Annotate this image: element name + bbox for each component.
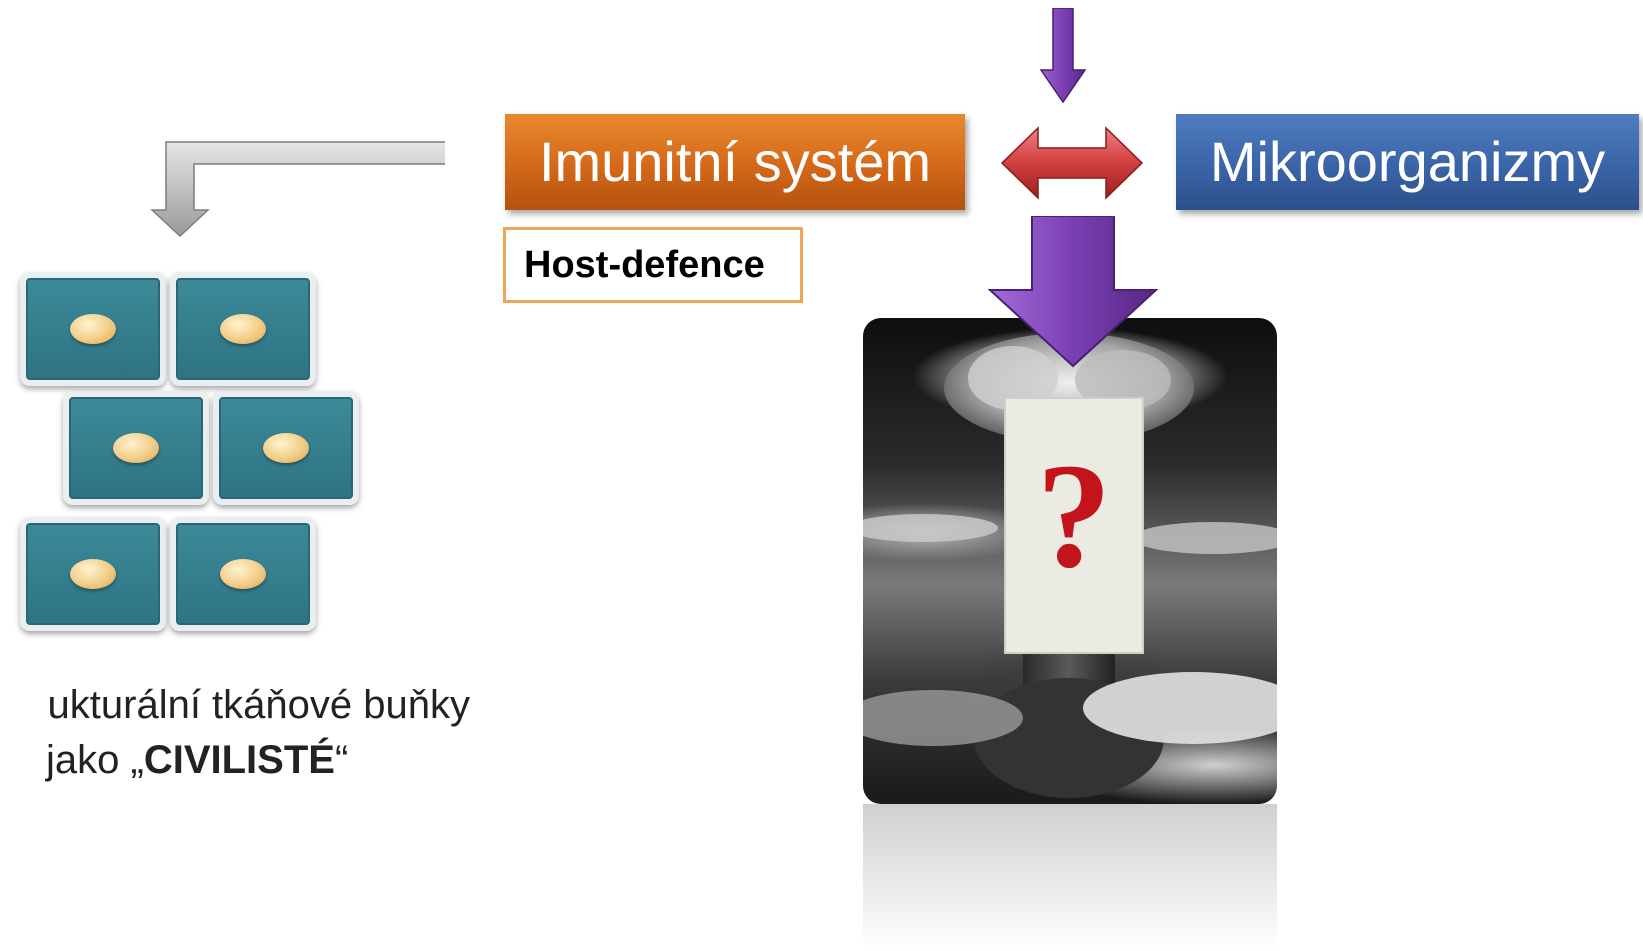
tissue-cell	[170, 272, 316, 386]
microorganisms-box: Mikroorganizmy	[1176, 114, 1639, 210]
cells-caption-line1: ukturální tkáňové buňky	[47, 683, 470, 727]
host-defence-label: Host-defence	[524, 244, 765, 286]
caption-suffix: “	[334, 738, 349, 782]
elbow-arrow	[150, 141, 445, 238]
question-mark: ?	[1036, 433, 1112, 599]
tissue-cell	[20, 517, 166, 631]
big-down-arrow	[988, 216, 1158, 368]
cell-nucleus	[263, 433, 309, 463]
tissue-cell	[20, 272, 166, 386]
caption-civilians: CIVILISTÉ	[143, 738, 335, 782]
cell-nucleus	[220, 314, 266, 344]
photo-reflection	[863, 804, 1277, 951]
cell-nucleus	[70, 559, 116, 589]
tissue-cell	[63, 391, 209, 505]
immune-system-box: Imunitní systém	[505, 114, 965, 210]
top-arrow-small	[1040, 8, 1086, 104]
tissue-cell	[213, 391, 359, 505]
question-card: ?	[1004, 397, 1144, 654]
tissue-cell	[170, 517, 316, 631]
caption-prefix: jako „	[46, 738, 144, 782]
immune-system-label: Imunitní systém	[538, 130, 932, 193]
cell-nucleus	[70, 314, 116, 344]
host-defence-box: Host-defence	[503, 227, 803, 303]
cells-caption-line2: jako „CIVILISTÉ“	[46, 735, 348, 785]
microorganisms-label: Mikroorganizmy	[1209, 130, 1606, 193]
cell-nucleus	[220, 559, 266, 589]
double-arrow	[1000, 126, 1144, 200]
cell-nucleus	[113, 433, 159, 463]
